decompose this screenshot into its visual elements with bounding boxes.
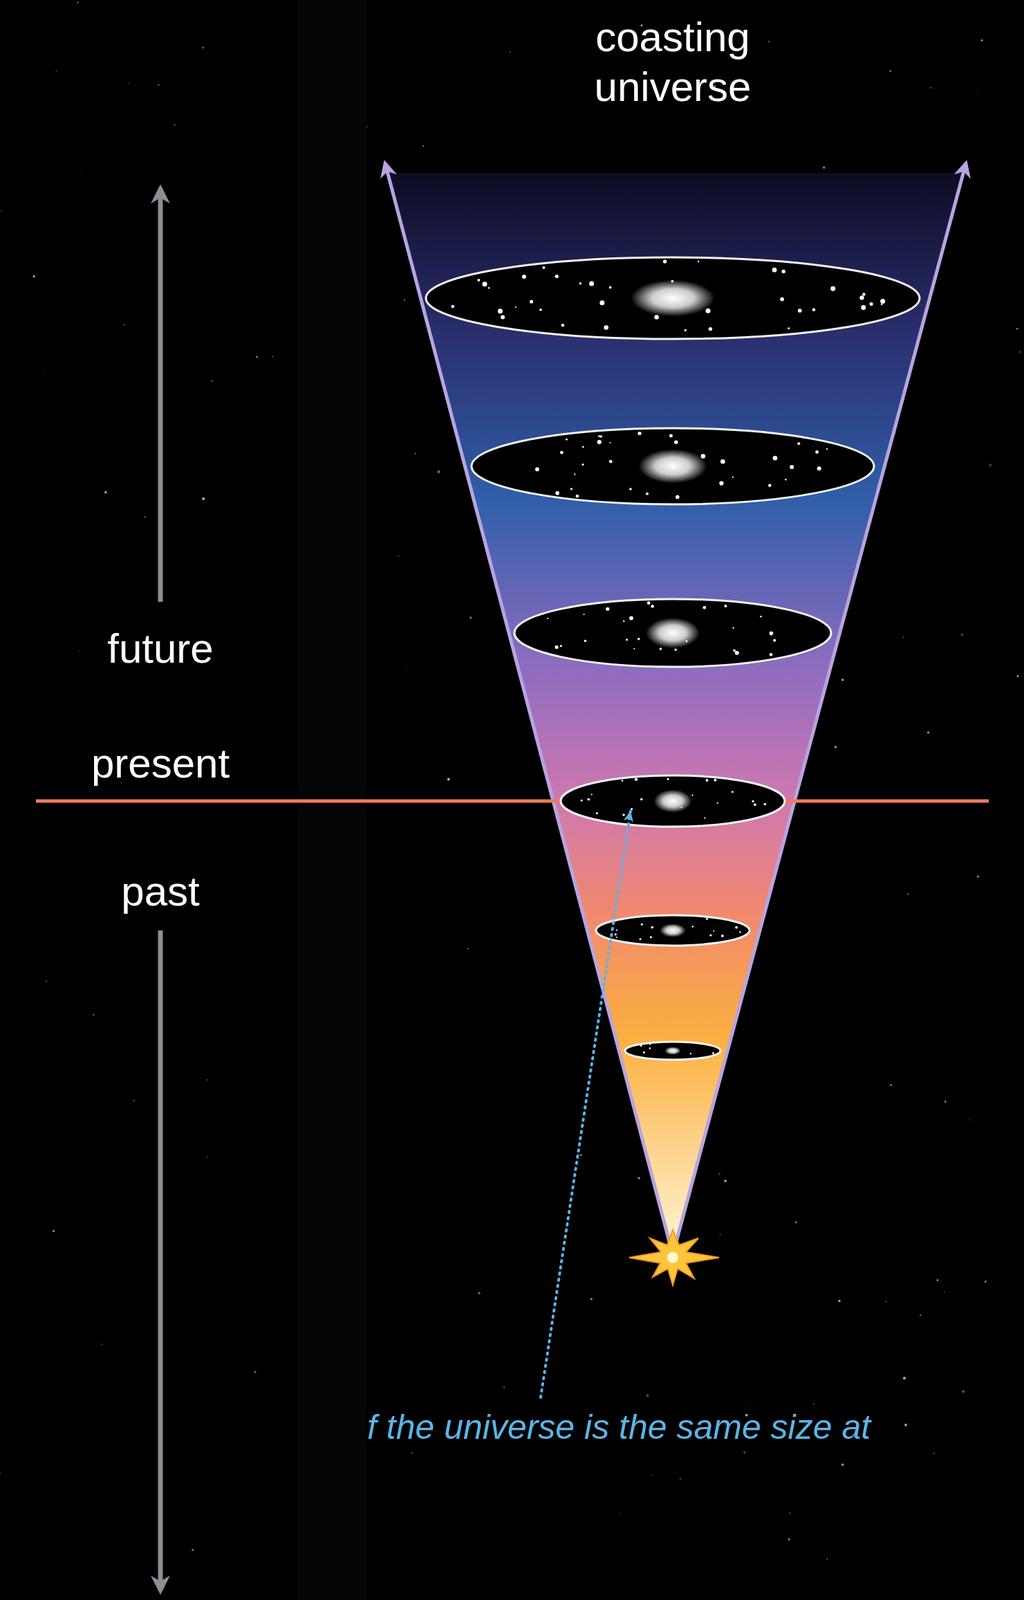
present-line [35,799,989,803]
universe-slice [596,914,750,946]
background-stars [0,1,1022,1559]
past-arrow [158,929,164,1591]
universe-slice [560,775,785,827]
callout-arrowhead [623,810,634,823]
universe-slice [625,1041,721,1060]
universe-slice [514,598,832,667]
time-label: past [120,867,200,915]
time-label: future [107,624,213,673]
big-bang-burst [629,1229,720,1285]
caption-fragment: f the universe is the same size at [367,1406,871,1447]
universe-slice [425,257,920,339]
callout-leader [540,810,631,1397]
universe-slices [425,257,920,1060]
future-arrow [158,188,164,602]
diagram-title: coasting universe [562,12,784,113]
universe-slice [471,427,874,505]
time-label: present [91,739,230,787]
expansion-cone [387,172,964,1255]
